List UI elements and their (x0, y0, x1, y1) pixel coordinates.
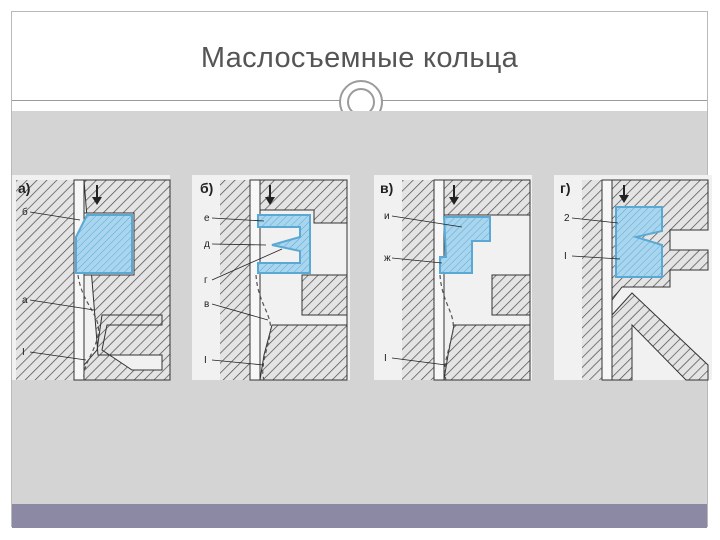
panel-d-label-2: I (564, 251, 567, 262)
footer-bar (12, 504, 707, 528)
panel-b-label-3: г (204, 275, 208, 286)
panel-c-label-2: ж (384, 253, 391, 264)
panel-b-label-2: д (204, 239, 210, 250)
panel-b-tag: б) (200, 180, 213, 196)
panel-b-label-5: I (204, 355, 207, 366)
panel-d-tag: г) (560, 180, 571, 196)
panel-a-label-1: б (22, 206, 28, 218)
panel-b: б) е д г в I (192, 175, 350, 381)
panel-c-label-3: I (384, 353, 387, 364)
panel-a: а) б а I (12, 175, 171, 381)
panel-a-tag: а) (18, 180, 30, 196)
slide-title: Маслосъемные кольца (200, 42, 519, 74)
panel-d: г) 2 I (554, 175, 712, 381)
panel-c-tag: в) (380, 180, 393, 196)
panel-c: в) и ж I (374, 175, 532, 381)
panel-a-label-3: I (22, 347, 25, 358)
panel-b-label-4: в (204, 299, 209, 310)
panel-d-label-1: 2 (564, 213, 570, 224)
oil-ring-diagram: а) б а I б) е д г в I (12, 175, 712, 381)
panel-a-label-2: а (22, 295, 28, 306)
panel-b-label-1: е (204, 213, 210, 224)
panel-c-label-1: и (384, 211, 390, 222)
